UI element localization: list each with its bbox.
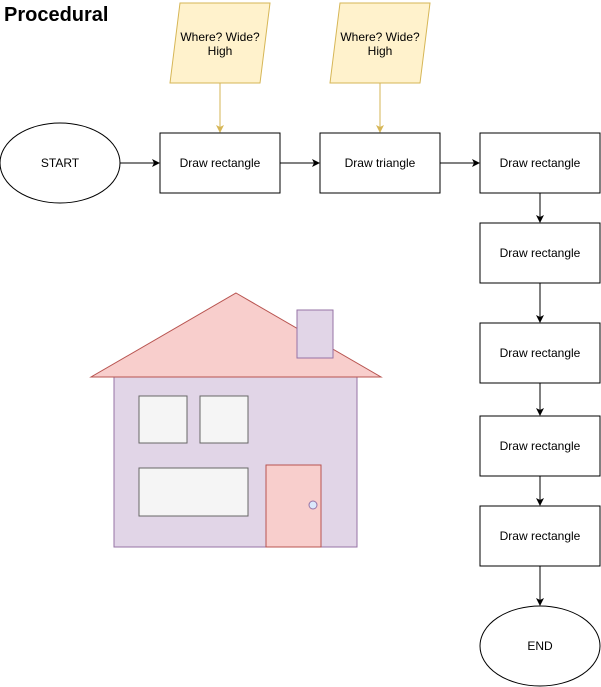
house-window-left: [138, 395, 188, 444]
house-roof: [89, 292, 383, 378]
step-3-label: Draw rectangle: [500, 156, 581, 170]
house-window-right: [199, 395, 249, 444]
input-node-2[interactable]: Where? Wide? High: [329, 2, 431, 84]
page-title: Procedural: [4, 4, 108, 26]
input-node-2-label-line1: Where? Wide?: [340, 30, 420, 44]
step-5-label: Draw rectangle: [500, 346, 581, 360]
step-node-3[interactable]: Draw rectangle: [479, 132, 601, 194]
step-4-label: Draw rectangle: [500, 246, 581, 260]
end-label: END: [527, 639, 553, 653]
step-node-6[interactable]: Draw rectangle: [479, 415, 601, 477]
step-node-7[interactable]: Draw rectangle: [479, 505, 601, 567]
input-node-1[interactable]: Where? Wide? High: [169, 2, 271, 84]
house-window-wide: [138, 467, 249, 517]
step-1-label: Draw rectangle: [180, 156, 261, 170]
house-door-knob: [308, 500, 318, 510]
end-node[interactable]: END: [479, 605, 601, 687]
step-node-5[interactable]: Draw rectangle: [479, 322, 601, 384]
house-chimney: [296, 309, 334, 359]
house-illustration: [89, 292, 383, 548]
step-node-1[interactable]: Draw rectangle: [159, 132, 281, 194]
step-node-4[interactable]: Draw rectangle: [479, 222, 601, 284]
step-6-label: Draw rectangle: [500, 439, 581, 453]
input-node-1-label-line1: Where? Wide?: [180, 30, 260, 44]
step-7-label: Draw rectangle: [500, 529, 581, 543]
input-node-2-label-line2: High: [368, 44, 393, 58]
input-node-1-label-line2: High: [208, 44, 233, 58]
start-label: START: [41, 156, 80, 170]
start-node[interactable]: START: [0, 122, 121, 204]
step-2-label: Draw triangle: [345, 156, 416, 170]
step-node-2[interactable]: Draw triangle: [319, 132, 441, 194]
